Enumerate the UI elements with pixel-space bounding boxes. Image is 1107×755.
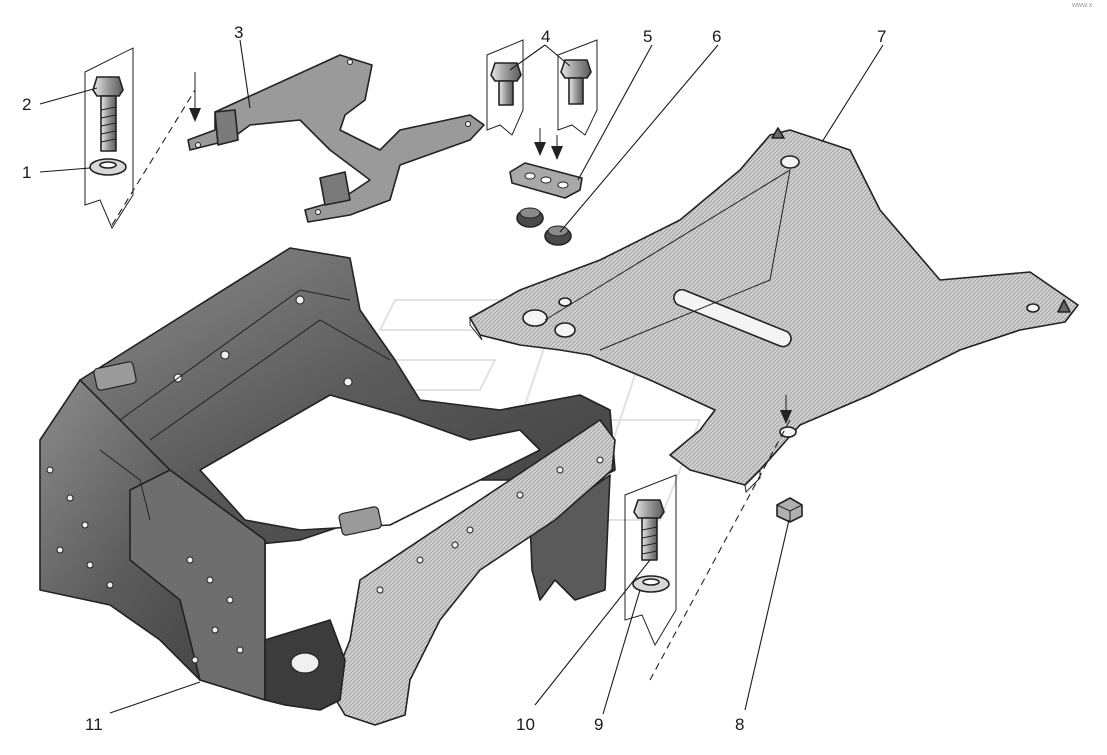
callout-6: 6: [712, 27, 721, 46]
callout-3: 3: [234, 23, 243, 42]
plugs-part-6: [516, 207, 572, 246]
nut-part-8: [776, 497, 803, 523]
assembly-bracket-right: [624, 395, 792, 681]
callout-1: 1: [22, 163, 31, 182]
washer-part-1: [89, 158, 127, 176]
bolt-part-10: [633, 499, 665, 561]
leader-lines: [39, 39, 884, 715]
mounting-plate-part-7: [469, 127, 1079, 494]
assembly-bracket-bolts-4: [486, 39, 598, 160]
corner-mark: www.x: [1071, 2, 1093, 9]
callout-7: 7: [877, 27, 886, 46]
callout-4: 4: [541, 27, 550, 46]
assembly-bracket-left: [84, 47, 201, 230]
gasket-part-5: [509, 162, 583, 199]
callout-9: 9: [594, 715, 603, 734]
callout-11: 11: [85, 715, 103, 734]
washer-part-9: [632, 575, 670, 593]
frame-bracket-part-11: [39, 247, 616, 726]
bracket-part-3: [187, 54, 485, 223]
callout-labels: 1 2 3 4 5 6 7 8 9 10 11: [22, 23, 886, 734]
callout-2: 2: [22, 95, 31, 114]
callout-10: 10: [516, 715, 535, 734]
callout-8: 8: [735, 715, 744, 734]
bolts-part-4: [490, 59, 592, 106]
callout-5: 5: [643, 27, 652, 46]
bolt-part-2: [92, 76, 124, 152]
